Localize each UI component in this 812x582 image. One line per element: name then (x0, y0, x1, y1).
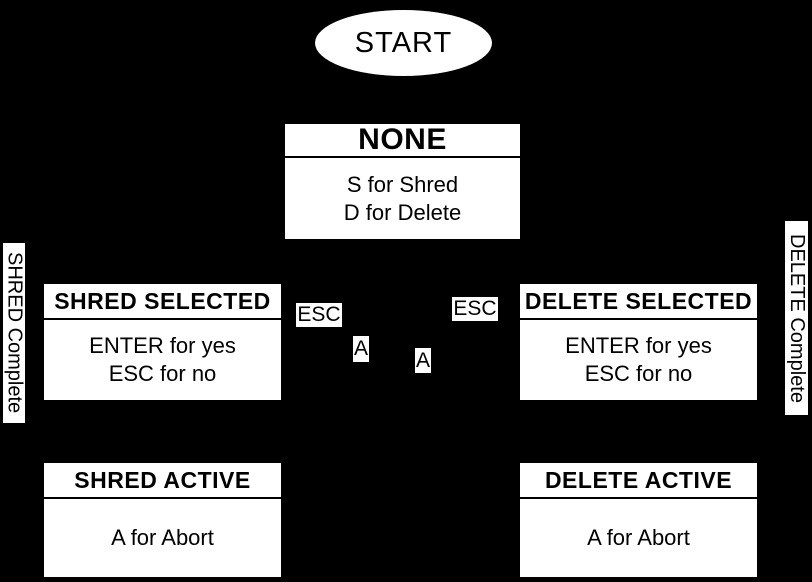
edge-label-a-left: A (353, 336, 369, 362)
state-body-shred-selected: ENTER for yes ESC for no (44, 320, 281, 400)
state-title-delete-active: DELETE ACTIVE (520, 463, 757, 499)
state-line: D for Delete (343, 199, 462, 225)
state-body-delete-active: A for Abort (520, 499, 757, 577)
state-body-shred-active: A for Abort (44, 499, 281, 577)
state-line: ESC for no (584, 361, 693, 386)
state-line: A for Abort (111, 525, 214, 550)
state-title-shred-active: SHRED ACTIVE (44, 463, 281, 499)
state-title-delete-selected: DELETE SELECTED (520, 284, 757, 320)
state-line: S for Shred (346, 171, 459, 197)
state-node-delete-selected: DELETE SELECTED ENTER for yes ESC for no (520, 284, 757, 400)
edge-label-esc-left: ESC (296, 303, 342, 327)
state-body-delete-selected: ENTER for yes ESC for no (520, 320, 757, 400)
state-node-none: NONE S for Shred D for Delete (285, 123, 520, 239)
state-node-shred-selected: SHRED SELECTED ENTER for yes ESC for no (44, 284, 281, 400)
state-body-none: S for Shred D for Delete (285, 158, 520, 239)
start-node-label: START (354, 26, 453, 59)
state-line: A for Abort (587, 525, 690, 550)
state-title-shred-selected: SHRED SELECTED (44, 284, 281, 320)
state-title-none: NONE (285, 123, 520, 158)
state-node-shred-active: SHRED ACTIVE A for Abort (44, 463, 281, 577)
edge-label-esc-right: ESC (452, 297, 498, 321)
state-node-delete-active: DELETE ACTIVE A for Abort (520, 463, 757, 577)
edge-label-shred-complete: SHRED Complete (3, 243, 26, 423)
state-line: ENTER for yes (89, 333, 236, 358)
state-line: ESC for no (108, 361, 217, 386)
state-line: ENTER for yes (565, 333, 712, 358)
edge-label-a-right: A (415, 348, 431, 373)
edge-label-delete-complete: DELETE Complete (785, 221, 808, 415)
start-node: START (315, 10, 492, 76)
